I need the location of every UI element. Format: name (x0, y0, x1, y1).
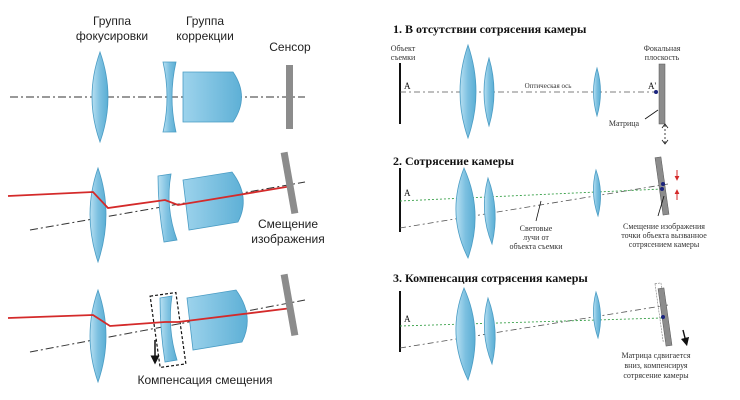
rays-leader-line (535, 200, 542, 222)
leader-line (644, 109, 659, 120)
image-shift-label-1: Смещение (258, 217, 318, 231)
optical-axis-label: Оптическая ось (525, 82, 572, 90)
green-ray (399, 317, 663, 327)
compensation-highlight-box (149, 291, 187, 369)
lens-1 (459, 43, 477, 140)
point-a-label: A (404, 314, 411, 324)
panel-1-title: 1. В отсутствии сотрясения камеры (393, 22, 587, 36)
tilted-axis-line (399, 183, 669, 229)
panel-2-title: 2. Сотрясение камеры (393, 154, 515, 168)
correction-lens-concave (162, 61, 177, 133)
green-ray (399, 188, 663, 202)
focal-plane-label-1: Фокальная (644, 44, 681, 53)
lens-2 (483, 56, 495, 128)
tilted-axis-line (399, 304, 669, 349)
lens-3 (593, 290, 601, 340)
lens-3 (593, 168, 601, 218)
sensor-matrix (658, 63, 666, 125)
stabilization-panel-3: 3. Компенсация сотрясения камеры A Матри… (393, 271, 691, 382)
lens-3 (593, 66, 601, 118)
lens-2 (483, 296, 496, 366)
lens-1 (455, 286, 476, 382)
sensor-matrix (654, 156, 670, 216)
panel-3-title: 3. Компенсация сотрясения камеры (393, 271, 588, 285)
sensor-label: Матрица (609, 119, 640, 128)
correction-lens-shifted (159, 295, 178, 363)
object-label-2: съемки (391, 53, 416, 62)
sensor-shift-label-2: вниз, компенсируя (624, 361, 688, 370)
light-ray (7, 185, 293, 209)
focus-lens (89, 166, 107, 264)
right-panel: 1. В отсутствии сотрясения камеры Объект… (391, 22, 707, 382)
sensor-shift-label-1: Матрица сдвигается (621, 351, 690, 360)
left-row-1 (10, 50, 305, 144)
shift-label-3: сотрясением камеры (629, 240, 700, 249)
correction-group-label-2: коррекции (176, 29, 234, 43)
sensor-shift-label-3: сотрясение камеры (623, 371, 689, 380)
focus-group-label-2: фокусировки (76, 29, 148, 43)
correction-lens-block (182, 171, 244, 231)
arrow-down-icon (661, 139, 669, 145)
sensor-bar (280, 151, 299, 215)
shift-label-1: Смещение изображения (623, 222, 705, 231)
shift-label-2: точки объекта вызванное (621, 231, 707, 240)
sensor-bar (286, 65, 293, 129)
point-a-prime-label: A' (648, 81, 656, 91)
rays-label-3: объекта съемки (510, 242, 564, 251)
shifted-image-point (660, 187, 664, 191)
point-a-label: A (404, 81, 411, 91)
point-a-label: A (404, 188, 411, 198)
sensor-bar (280, 273, 299, 337)
lens-2 (483, 176, 496, 246)
down-arrow-icon (680, 329, 690, 347)
shift-compensation-label: Компенсация смещения (138, 373, 273, 387)
focal-plane-label-2: плоскость (645, 53, 680, 62)
image-shift-label-2: изображения (251, 232, 325, 246)
lens-1 (455, 166, 476, 260)
sensor-label: Сенсор (269, 40, 311, 54)
correction-lens-concave (157, 173, 178, 243)
shift-leader-line (657, 195, 665, 217)
image-point (654, 90, 658, 94)
left-row-2: Смещение изображения (7, 151, 325, 264)
red-arrow-head-icon (674, 189, 680, 195)
left-row-3: Компенсация смещения (7, 273, 306, 387)
stabilization-panel-1: 1. В отсутствии сотрясения камеры Объект… (391, 22, 681, 145)
rays-label-2: лучи от (523, 233, 549, 242)
rays-label-1: Световые (520, 224, 553, 233)
light-ray (7, 307, 293, 327)
correction-lens-block (186, 289, 248, 351)
object-label-1: Объект (391, 44, 416, 53)
image-point (661, 315, 665, 319)
focus-group-label-1: Группа (93, 14, 131, 28)
left-panel: Группа фокусировки Группа коррекции Сенс… (7, 14, 325, 387)
image-point (661, 182, 665, 186)
red-arrow-head-icon (674, 175, 680, 181)
correction-group-label-1: Группа (186, 14, 224, 28)
focus-lens (91, 50, 109, 144)
correction-lens-block (182, 71, 242, 123)
focus-lens (89, 288, 107, 384)
arrow-up-icon (661, 123, 669, 129)
stabilization-panel-2: 2. Сотрясение камеры A Световые лучи от … (393, 154, 707, 260)
